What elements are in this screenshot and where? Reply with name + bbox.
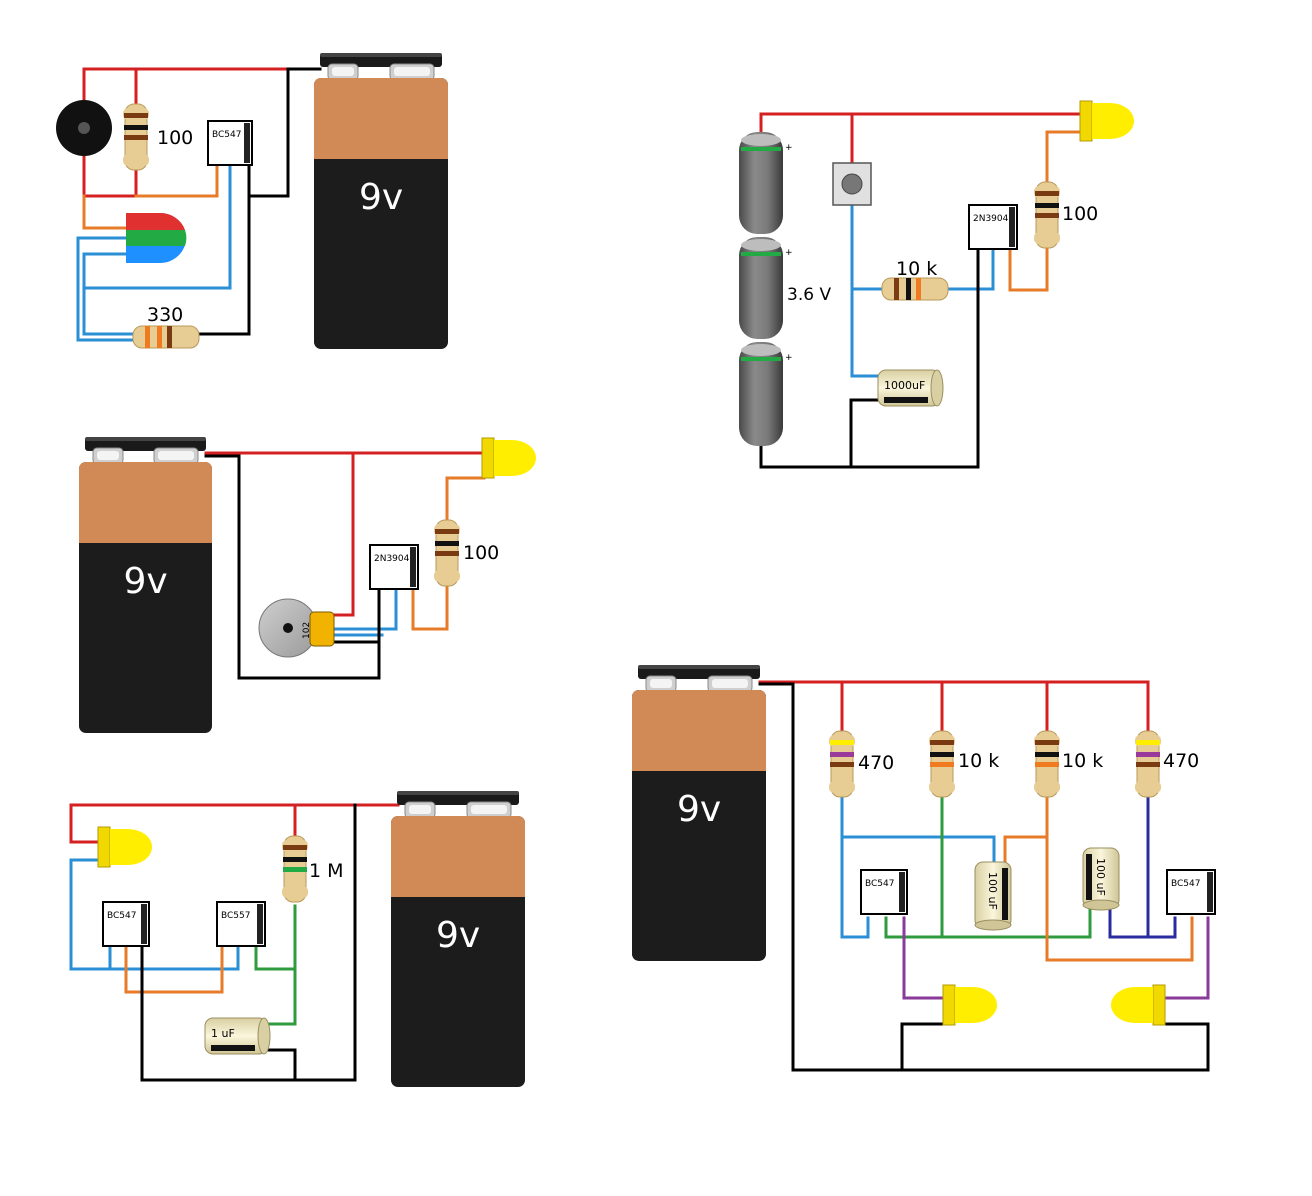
circuit-1-wires	[76, 67, 322, 342]
circuit-2-wires	[759, 112, 1084, 469]
resistor	[123, 103, 149, 171]
resistor-label: 100	[157, 127, 193, 149]
plus-sign: +	[785, 248, 793, 258]
battery-9v	[314, 53, 448, 349]
led	[942, 984, 997, 1026]
transistor-label: BC547	[1171, 879, 1200, 889]
resistor-label: 10 k	[1062, 750, 1103, 772]
battery-9v	[79, 437, 212, 733]
aa-cell: +	[739, 342, 793, 446]
transistor-label: BC557	[221, 911, 250, 921]
resistor-label: 330	[147, 304, 183, 326]
circuit-1	[56, 67, 322, 342]
piezo-label: 102	[302, 622, 312, 639]
capacitor-label: 1 uF	[211, 1027, 235, 1040]
battery-9v	[632, 665, 766, 961]
resistor	[282, 835, 308, 903]
battery-label: 9v	[124, 561, 168, 602]
resistor-label: 10 k	[958, 750, 999, 772]
resistor	[1034, 181, 1060, 249]
transistor	[968, 204, 1018, 250]
capacitor-label: 100 uF	[1094, 858, 1107, 896]
led	[481, 437, 536, 479]
resistor	[829, 730, 855, 798]
transistor-label: BC547	[212, 130, 241, 140]
battery-label: 9v	[359, 177, 403, 218]
aa-cell: +	[739, 237, 793, 339]
resistor	[881, 277, 949, 301]
capacitor	[1082, 847, 1120, 911]
circuit-2	[759, 112, 1084, 469]
push-button	[832, 162, 872, 206]
circuit-4-wires	[69, 803, 400, 1082]
resistor-label: 10 k	[896, 258, 937, 280]
resistor	[1034, 730, 1060, 798]
led	[1079, 100, 1134, 142]
transistor-label: BC547	[865, 879, 894, 889]
transistor-label: BC547	[107, 911, 136, 921]
capacitor	[974, 861, 1012, 931]
capacitor	[877, 369, 944, 407]
circuit-5-wires	[758, 680, 1210, 1072]
resistor-label: 100	[1062, 203, 1098, 225]
resistor-label: 1 M	[309, 860, 344, 882]
resistor-label: 100	[463, 542, 499, 564]
buzzer	[56, 100, 112, 156]
transistor	[207, 120, 253, 166]
resistor-label: 470	[1163, 750, 1199, 772]
transistor	[102, 901, 150, 947]
resistor	[929, 730, 955, 798]
rgb-led	[126, 212, 187, 263]
circuit-3	[204, 451, 486, 680]
transistor	[1166, 869, 1216, 915]
capacitor	[204, 1017, 271, 1055]
resistor	[132, 325, 200, 349]
piezo-disc	[258, 598, 335, 658]
led	[97, 826, 152, 868]
transistor	[369, 544, 419, 590]
battery-label: 9v	[436, 915, 480, 956]
cells-voltage-label: 3.6 V	[787, 285, 831, 305]
capacitor-label: 100 uF	[986, 872, 999, 910]
resistor	[434, 519, 460, 587]
battery-label: 9v	[677, 789, 721, 830]
capacitor-label: 1000uF	[884, 379, 925, 392]
plus-sign: +	[785, 143, 793, 153]
transistor	[216, 901, 266, 947]
led	[1111, 984, 1166, 1026]
transistor-label: 2N3904	[973, 214, 1009, 224]
transistor	[860, 869, 908, 915]
resistor	[1135, 730, 1161, 798]
resistor-label: 470	[858, 752, 894, 774]
circuit-4	[69, 803, 400, 1082]
plus-sign: +	[785, 353, 793, 363]
aa-cell: +	[739, 132, 793, 234]
transistor-label: 2N3904	[374, 554, 410, 564]
circuit-5	[758, 680, 1210, 1072]
battery-9v	[391, 791, 525, 1087]
